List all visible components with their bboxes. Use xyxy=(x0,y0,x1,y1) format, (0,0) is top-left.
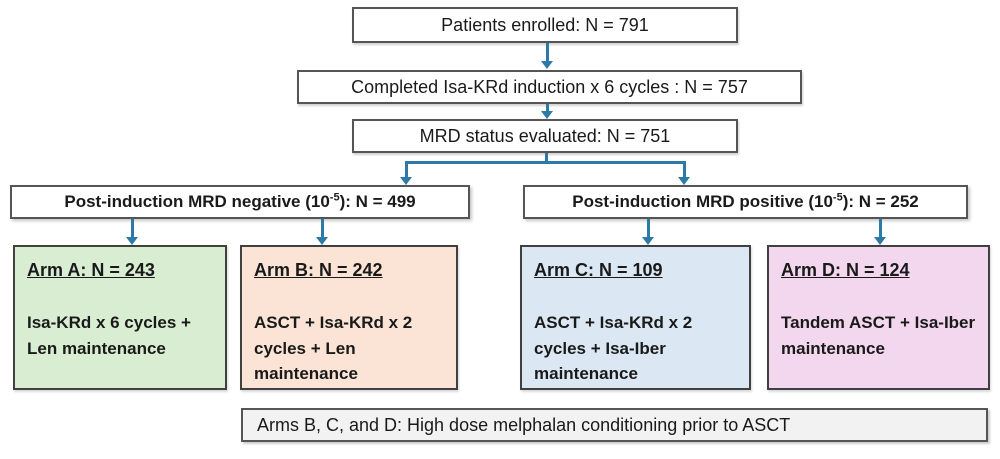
arm-a-label: Arm A: N = 243 xyxy=(27,260,155,280)
arrow-stem xyxy=(546,104,549,112)
arrow-stem xyxy=(683,161,686,178)
arm-a-box: Arm A: N = 243 Isa-KRd x 6 cycles + Len … xyxy=(13,245,227,390)
arm-b-treatment: ASCT + Isa-KRd x 2 cycles + Len maintena… xyxy=(254,313,413,383)
arrow-head xyxy=(874,237,886,245)
arrow-stem xyxy=(879,219,882,238)
arm-c-treatment: ASCT + Isa-KRd x 2 cycles + Isa-Iber mai… xyxy=(534,313,693,383)
completed-induction-box: Completed Isa-KRd induction x 6 cycles :… xyxy=(297,70,802,104)
mrd-negative-prefix: Post-induction MRD negative (10 xyxy=(64,192,330,211)
arrow-head xyxy=(316,237,328,245)
arrow-stem xyxy=(647,219,650,238)
arrow-positive-to-arm-d-icon xyxy=(874,219,886,245)
enrolled-label: Patients enrolled: N = 791 xyxy=(441,14,649,35)
footnote-label: Arms B, C, and D: High dose melphalan co… xyxy=(257,414,791,435)
arrow-stem xyxy=(131,219,134,238)
enrolled-box: Patients enrolled: N = 791 xyxy=(352,7,738,43)
arrow-stem xyxy=(405,161,408,178)
mrd-negative-suffix: ): N = 499 xyxy=(339,192,416,211)
arrow-stem xyxy=(546,43,549,62)
arm-d-treatment: Tandem ASCT + Isa-Iber maintenance xyxy=(781,313,976,358)
mrd-negative-box: Post-induction MRD negative (10-5): N = … xyxy=(10,185,470,219)
mrd-positive-box: Post-induction MRD positive (10-5): N = … xyxy=(523,185,968,219)
arrow-split-to-positive-icon xyxy=(678,161,690,185)
mrd-negative-superscript: -5 xyxy=(329,191,340,204)
mrd-positive-suffix: ): N = 252 xyxy=(842,192,919,211)
arrow-head xyxy=(678,177,690,185)
mrd-positive-label: Post-induction MRD positive (10-5): N = … xyxy=(572,192,919,212)
arrow-split-to-negative-icon xyxy=(400,161,412,185)
mrd-positive-prefix: Post-induction MRD positive (10 xyxy=(572,192,833,211)
arm-b-box: Arm B: N = 242 ASCT + Isa-KRd x 2 cycles… xyxy=(240,245,458,390)
arm-d-label: Arm D: N = 124 xyxy=(781,260,910,280)
arrow-completed-to-mrd-icon xyxy=(541,104,553,119)
arrow-head xyxy=(541,111,553,119)
mrd-positive-superscript: -5 xyxy=(832,191,843,204)
arrow-head xyxy=(541,61,553,69)
arm-d-box: Arm D: N = 124 Tandem ASCT + Isa-Iber ma… xyxy=(767,245,990,390)
arm-c-box: Arm C: N = 109 ASCT + Isa-KRd x 2 cycles… xyxy=(520,245,751,390)
mrd-evaluated-label: MRD status evaluated: N = 751 xyxy=(419,125,671,146)
completed-induction-label: Completed Isa-KRd induction x 6 cycles :… xyxy=(351,76,748,97)
arm-a-treatment: Isa-KRd x 6 cycles + Len maintenance xyxy=(27,313,191,358)
arrow-positive-to-arm-c-icon xyxy=(642,219,654,245)
mrd-evaluated-box: MRD status evaluated: N = 751 xyxy=(352,119,738,153)
arrow-negative-to-arm-a-icon xyxy=(126,219,138,245)
split-bar xyxy=(405,161,686,164)
footnote-box: Arms B, C, and D: High dose melphalan co… xyxy=(241,408,988,442)
arrow-enrolled-to-completed-icon xyxy=(541,43,553,69)
arrow-head xyxy=(126,237,138,245)
arrow-negative-to-arm-b-icon xyxy=(316,219,328,245)
arrow-head xyxy=(642,237,654,245)
arrow-head xyxy=(400,177,412,185)
split-stem xyxy=(545,153,548,163)
arm-b-label: Arm B: N = 242 xyxy=(254,260,383,280)
arrow-stem xyxy=(321,219,324,238)
mrd-negative-label: Post-induction MRD negative (10-5): N = … xyxy=(64,192,415,212)
arm-c-label: Arm C: N = 109 xyxy=(534,260,663,280)
